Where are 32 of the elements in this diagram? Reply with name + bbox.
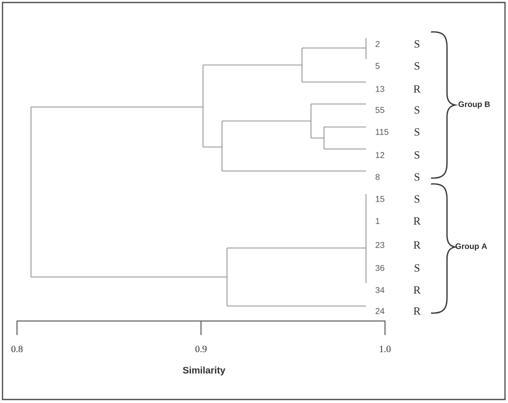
tick-label: 1.0 <box>380 346 391 352</box>
leaf-label: 2 <box>376 41 380 47</box>
class-label: R <box>414 217 421 225</box>
class-label: S <box>414 106 420 114</box>
leaf-label: 24 <box>376 308 384 314</box>
group-label: Group A <box>456 243 487 251</box>
leaf-label: 15 <box>376 196 384 202</box>
leaf-label: 23 <box>376 242 384 248</box>
tick-label: 0.8 <box>11 346 23 352</box>
group-label: Group B <box>458 101 490 109</box>
leaf-label: 36 <box>376 265 384 271</box>
class-label: S <box>414 62 420 70</box>
class-label: S <box>414 195 420 203</box>
axis-title: Similarity <box>182 366 226 376</box>
leaf-label: 5 <box>376 63 380 69</box>
tick-label: 0.9 <box>195 346 207 352</box>
leaf-label: 115 <box>376 129 388 135</box>
leaf-label: 34 <box>376 287 384 293</box>
leaf-label: 12 <box>376 152 384 158</box>
class-label: S <box>414 40 420 48</box>
leaf-label: 8 <box>376 174 380 180</box>
leaf-label: 1 <box>376 218 380 224</box>
class-label: R <box>414 241 421 249</box>
class-label: S <box>414 173 420 181</box>
class-label: S <box>414 151 420 159</box>
class-label: R <box>414 286 421 294</box>
leaf-label: 13 <box>376 86 384 92</box>
class-label: R <box>414 85 421 93</box>
leaf-label: 55 <box>376 107 384 113</box>
class-label: R <box>414 307 421 315</box>
class-label: S <box>414 128 420 136</box>
class-label: S <box>414 264 420 272</box>
